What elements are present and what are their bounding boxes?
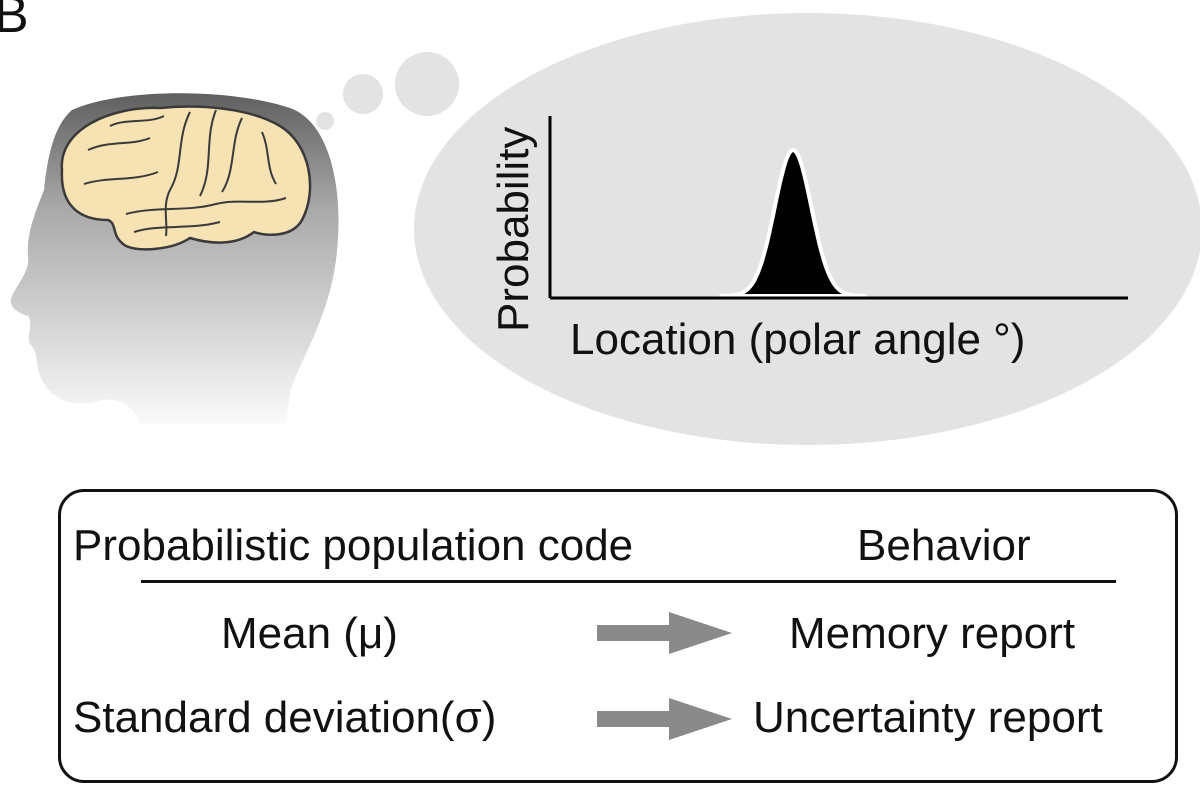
gaussian-curve [719,147,867,298]
row-uncertainty-report: Uncertainty report [753,693,1103,742]
brain-icon [60,105,312,251]
row-mean-label: Mean (μ) [221,609,398,658]
row-memory-report: Memory report [789,609,1076,658]
y-axis-label: Probability [489,127,538,332]
panel-label: B [0,0,29,44]
thought-bubble [316,13,1200,445]
row-sd-label: Standard deviation(σ) [73,693,497,742]
header-behavior: Behavior [857,521,1031,570]
header-divider [141,580,1116,583]
probability-chart: Probability Location (polar angle °) [489,116,1128,364]
right-arrow-icon [597,612,732,654]
x-axis-label: Location (polar angle °) [570,315,1025,364]
mapping-table: Probabilistic population code Behavior M… [58,489,1178,783]
header-population-code: Probabilistic population code [73,521,634,570]
right-arrow-icon [597,698,732,740]
